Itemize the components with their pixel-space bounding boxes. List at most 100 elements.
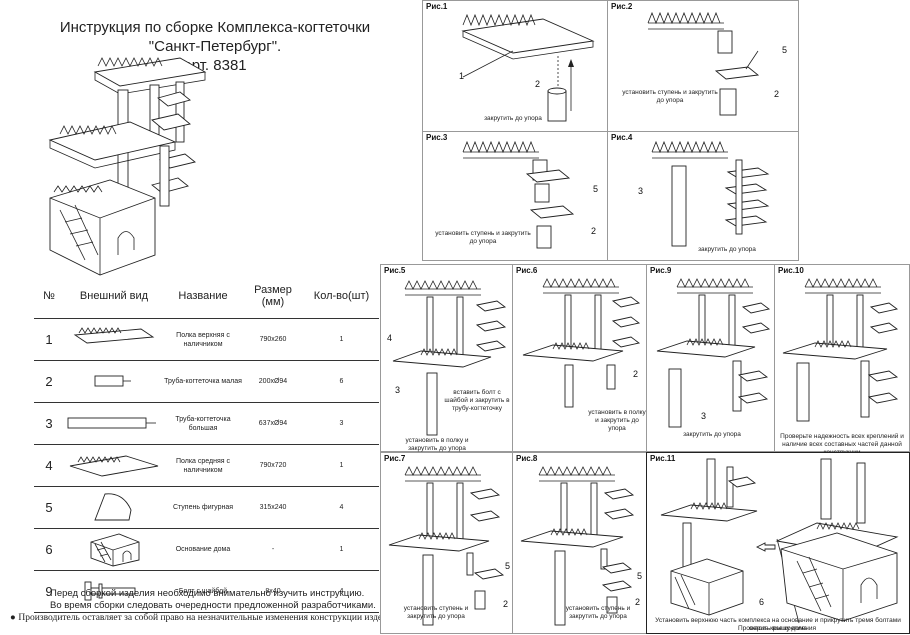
figure-2: Рис.2 5 2 установить ступень и закрутить… bbox=[607, 0, 799, 132]
callout: 5 bbox=[782, 45, 788, 55]
figure-5: Рис.5 4 3 вставить болт с шайбой и закру… bbox=[380, 264, 514, 452]
row-num: 2 bbox=[34, 360, 64, 403]
table-row: 9 Болт с шайбой 8x40 4 bbox=[34, 570, 379, 613]
row-name: Основание дома bbox=[164, 528, 242, 571]
figure-label: Рис.11 bbox=[650, 454, 676, 463]
shelf-upper-icon bbox=[73, 326, 155, 343]
row-name: Труба-когтеточка малая bbox=[164, 360, 242, 403]
row-qty: 1 bbox=[304, 528, 379, 571]
row-size: 790x260 bbox=[242, 318, 304, 361]
row-qty: 1 bbox=[304, 318, 379, 361]
title-line-2: "Санкт-Петербург". bbox=[148, 38, 282, 55]
header-name: Название bbox=[164, 274, 242, 319]
figure-8: Рис.8 5 2 установить ступень и закрутить… bbox=[512, 452, 648, 634]
row-size: 637xØ94 bbox=[242, 402, 304, 445]
figure-label: Рис.10 bbox=[778, 266, 804, 275]
parts-table: № Внешний вид Название Размер (мм) Кол-в… bbox=[34, 274, 379, 613]
row-name: Ступень фигурная bbox=[164, 486, 242, 529]
figure-note: Установить верхнюю часть комплекса на ос… bbox=[655, 617, 901, 632]
footer-notes: Перед сборкой изделия необходимо внимате… bbox=[10, 588, 396, 624]
figure-1: Рис.1 1 2 закрутить до упора bbox=[422, 0, 608, 132]
row-size: 315x240 bbox=[242, 486, 304, 529]
row-num: 3 bbox=[34, 402, 64, 445]
figure-7-drawing bbox=[388, 466, 505, 626]
row-num: 9 bbox=[34, 570, 64, 613]
step-icon bbox=[94, 492, 132, 520]
row-num: 1 bbox=[34, 318, 64, 361]
callout: 1 bbox=[459, 71, 465, 81]
callout: 2 bbox=[503, 599, 509, 609]
figure-7: Рис.7 5 2 установить ступень и закрутить… bbox=[380, 452, 514, 634]
row-name: Полка верхняя с наличником bbox=[164, 318, 242, 361]
row-size: 790x720 bbox=[242, 444, 304, 487]
table-row: 1 Полка верхняя с наличником 790x260 1 bbox=[34, 318, 379, 361]
figure-3-drawing bbox=[462, 140, 575, 249]
figure-label: Рис.7 bbox=[384, 454, 406, 463]
callout: 3 bbox=[701, 411, 707, 421]
figure-11-drawing bbox=[660, 458, 899, 624]
footer-line-3-text: Производитель оставляет за собой право н… bbox=[18, 613, 397, 623]
figure-8-drawing bbox=[520, 466, 635, 626]
figure-label: Рис.1 bbox=[426, 2, 448, 11]
tube-small-icon bbox=[94, 375, 131, 386]
callout: 2 bbox=[774, 89, 780, 99]
row-num: 6 bbox=[34, 528, 64, 571]
figure-label: Рис.5 bbox=[384, 266, 406, 275]
header-qty: Кол-во(шт) bbox=[304, 274, 379, 319]
table-row: 6 Основание дома - 1 bbox=[34, 528, 379, 571]
figure-5-drawing bbox=[392, 280, 507, 436]
figure-note: установить ступень и закрутить до упора bbox=[565, 605, 631, 620]
footer-line-1: Перед сборкой изделия необходимо внимате… bbox=[50, 588, 365, 599]
figure-note: установить ступень и закрутить до упора bbox=[435, 230, 531, 245]
row-qty: 4 bbox=[304, 486, 379, 529]
figure-label: Рис.3 bbox=[426, 133, 448, 142]
figure-6: Рис.6 2 установить в полку и закрутить д… bbox=[512, 264, 648, 452]
figure-4-drawing bbox=[651, 140, 770, 247]
figure-note: установить в полку и закрутить до упора bbox=[405, 437, 469, 452]
table-row: 5 Ступень фигурная 315x240 4 bbox=[34, 486, 379, 529]
figure-note: закрутить до упора bbox=[683, 431, 741, 438]
figure-note: закрутить до упора bbox=[698, 246, 756, 253]
figure-6-drawing bbox=[522, 278, 641, 408]
row-num: 5 bbox=[34, 486, 64, 529]
callout: 3 bbox=[395, 385, 401, 395]
callout: 2 bbox=[635, 597, 641, 607]
figure-2-drawing bbox=[647, 11, 760, 116]
table-row: 4 Полка средняя с наличником 790x720 1 bbox=[34, 444, 379, 487]
parts-table-header: № Внешний вид Название Размер (мм) Кол-в… bbox=[34, 274, 379, 319]
figure-note-2: вставить болт с шайбой и закрутить в тру… bbox=[444, 389, 510, 412]
row-qty: 6 bbox=[304, 360, 379, 403]
tube-large-icon bbox=[67, 417, 156, 428]
row-qty: 1 bbox=[304, 444, 379, 487]
figure-11: Рис.11 6 Установить верхнюю часть компле… bbox=[646, 452, 910, 634]
figure-9-drawing bbox=[656, 278, 771, 428]
house-base-icon bbox=[90, 533, 140, 566]
row-name: Труба-когтеточка большая bbox=[164, 402, 242, 445]
row-size: - bbox=[242, 528, 304, 571]
bolt-icon bbox=[84, 581, 136, 600]
row-name: Полка средняя с наличником bbox=[164, 444, 242, 487]
row-qty: 4 bbox=[304, 570, 379, 613]
row-size: 8x40 bbox=[242, 570, 304, 613]
figure-note: установить ступень и закрутить до упора bbox=[403, 605, 469, 620]
figure-note-2: Проверить все крепления bbox=[737, 625, 817, 632]
figure-note: закрутить до упора bbox=[484, 115, 542, 122]
figure-label: Рис.2 bbox=[611, 2, 633, 11]
callout: 5 bbox=[593, 184, 599, 194]
header-view: Внешний вид bbox=[64, 274, 164, 319]
figure-note: установить в полку и закрутить до упора bbox=[588, 409, 646, 432]
figure-3: Рис.3 5 2 установить ступень и закрутить… bbox=[422, 131, 608, 261]
figure-label: Рис.8 bbox=[516, 454, 538, 463]
figure-label: Рис.9 bbox=[650, 266, 672, 275]
header-size: Размер (мм) bbox=[242, 274, 304, 319]
shelf-middle-icon bbox=[69, 455, 159, 476]
row-name: Болт с шайбой bbox=[164, 570, 242, 613]
figure-10: Рис.10 Проверьте надежность всех креплен… bbox=[774, 264, 910, 456]
row-qty: 3 bbox=[304, 402, 379, 445]
callout: 3 bbox=[638, 186, 644, 196]
figure-10-drawing bbox=[782, 278, 899, 422]
figure-label: Рис.6 bbox=[516, 266, 538, 275]
callout: 2 bbox=[535, 79, 541, 89]
table-row: 2 Труба-когтеточка малая 200xØ94 6 bbox=[34, 360, 379, 403]
callout: 2 bbox=[633, 369, 639, 379]
